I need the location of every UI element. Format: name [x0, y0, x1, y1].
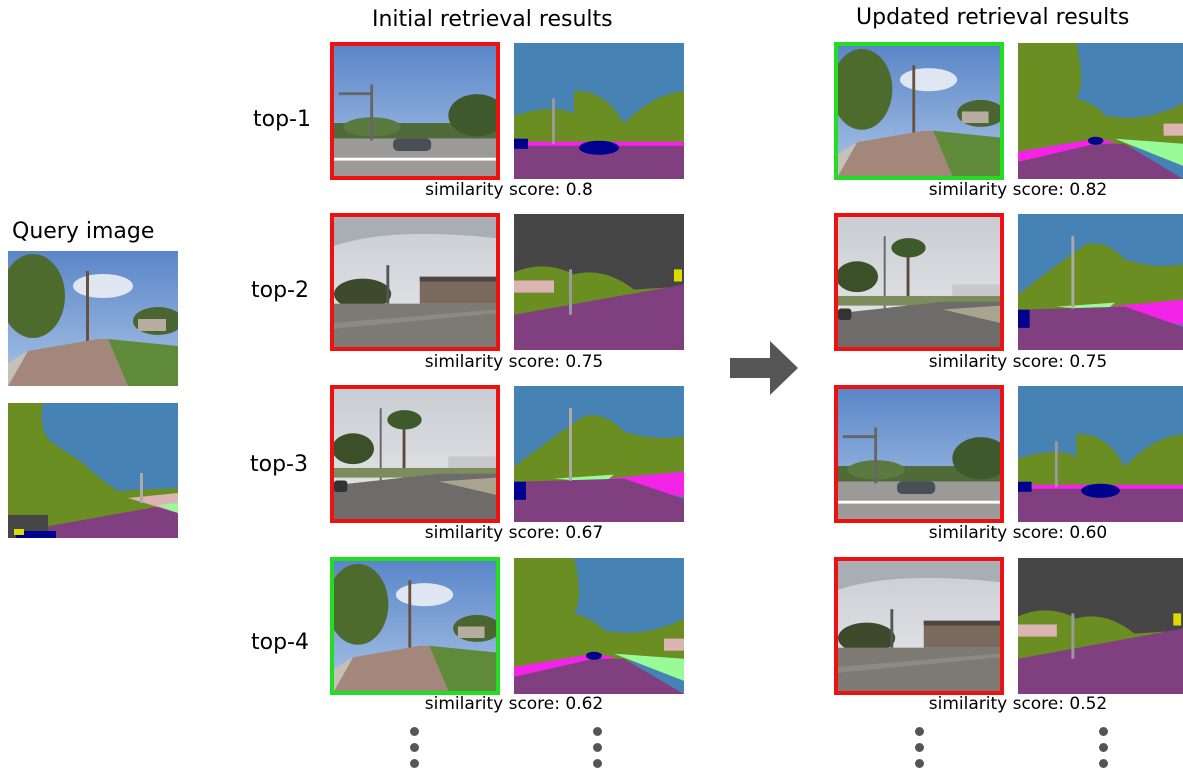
initial-score-1: similarity score: 0.8 — [425, 180, 593, 200]
initial-result-photo-3 — [330, 385, 500, 523]
ellipsis-dot — [593, 727, 602, 736]
ellipsis-dot — [915, 727, 924, 736]
updated-result-photo-3 — [834, 385, 1004, 523]
initial-result-photo-1 — [330, 42, 500, 180]
initial-score-4: similarity score: 0.62 — [424, 694, 604, 714]
query-image-title: Query image — [12, 219, 155, 244]
initial-score-2: similarity score: 0.75 — [424, 352, 604, 372]
initial-result-segmentation-1 — [514, 43, 684, 179]
ellipsis-dot — [1099, 743, 1108, 752]
updated-result-photo-1 — [834, 42, 1004, 180]
updated-results-title: Updated retrieval results — [856, 5, 1130, 30]
updated-score-2: similarity score: 0.75 — [928, 352, 1108, 372]
update-arrow-icon — [730, 341, 798, 395]
ellipsis-dot — [410, 743, 419, 752]
updated-result-segmentation-4 — [1018, 558, 1183, 694]
updated-result-photo-4 — [834, 557, 1004, 695]
ellipsis-dot — [593, 743, 602, 752]
rank-label-top-3: top-3 — [250, 452, 308, 477]
initial-result-segmentation-4 — [514, 558, 684, 694]
updated-score-3: similarity score: 0.60 — [928, 523, 1108, 543]
updated-result-segmentation-3 — [1018, 386, 1183, 522]
rank-label-top-1: top-1 — [253, 107, 311, 132]
ellipsis-dot — [1099, 727, 1108, 736]
ellipsis-dot — [915, 743, 924, 752]
updated-score-4: similarity score: 0.52 — [928, 694, 1108, 714]
rank-label-top-2: top-2 — [251, 278, 309, 303]
updated-score-1: similarity score: 0.82 — [928, 180, 1108, 200]
initial-score-3: similarity score: 0.67 — [424, 523, 604, 543]
ellipsis-dot — [410, 727, 419, 736]
initial-result-segmentation-2 — [514, 214, 684, 350]
initial-result-segmentation-3 — [514, 386, 684, 522]
updated-result-segmentation-2 — [1018, 214, 1183, 350]
ellipsis-dot — [410, 759, 419, 768]
ellipsis-dot — [915, 759, 924, 768]
updated-result-photo-2 — [834, 213, 1004, 351]
ellipsis-dot — [1099, 759, 1108, 768]
initial-results-title: Initial retrieval results — [372, 7, 613, 32]
initial-result-photo-2 — [330, 213, 500, 351]
query-segmentation — [8, 403, 178, 538]
query-photo — [8, 251, 178, 386]
ellipsis-dot — [593, 759, 602, 768]
updated-result-segmentation-1 — [1018, 43, 1183, 179]
initial-result-photo-4 — [330, 557, 500, 695]
rank-label-top-4: top-4 — [251, 630, 309, 655]
